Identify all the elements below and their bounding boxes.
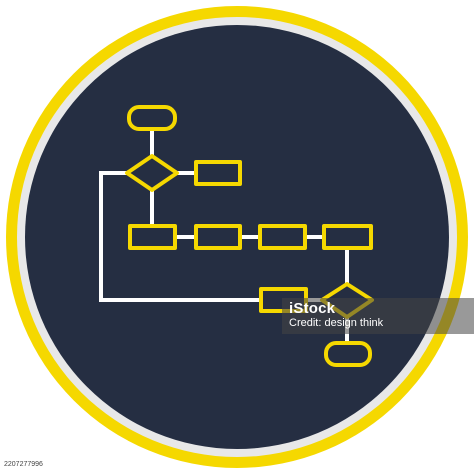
- dark-circle-background: [25, 25, 449, 449]
- decision-diamond-1: [125, 154, 179, 192]
- watermark-logo: iStock: [289, 300, 336, 317]
- connector-loop-back: [99, 171, 263, 302]
- end-terminator: [324, 341, 372, 367]
- process-box-2: [194, 224, 242, 250]
- start-terminator: [127, 105, 177, 131]
- process-box-side: [194, 160, 242, 186]
- process-box-3: [258, 224, 307, 250]
- process-box-4: [322, 224, 373, 250]
- watermark-credit: Credit: design think: [289, 317, 384, 329]
- process-box-1: [128, 224, 177, 250]
- watermark-band: [282, 298, 474, 334]
- image-id: 2207277996: [4, 461, 43, 468]
